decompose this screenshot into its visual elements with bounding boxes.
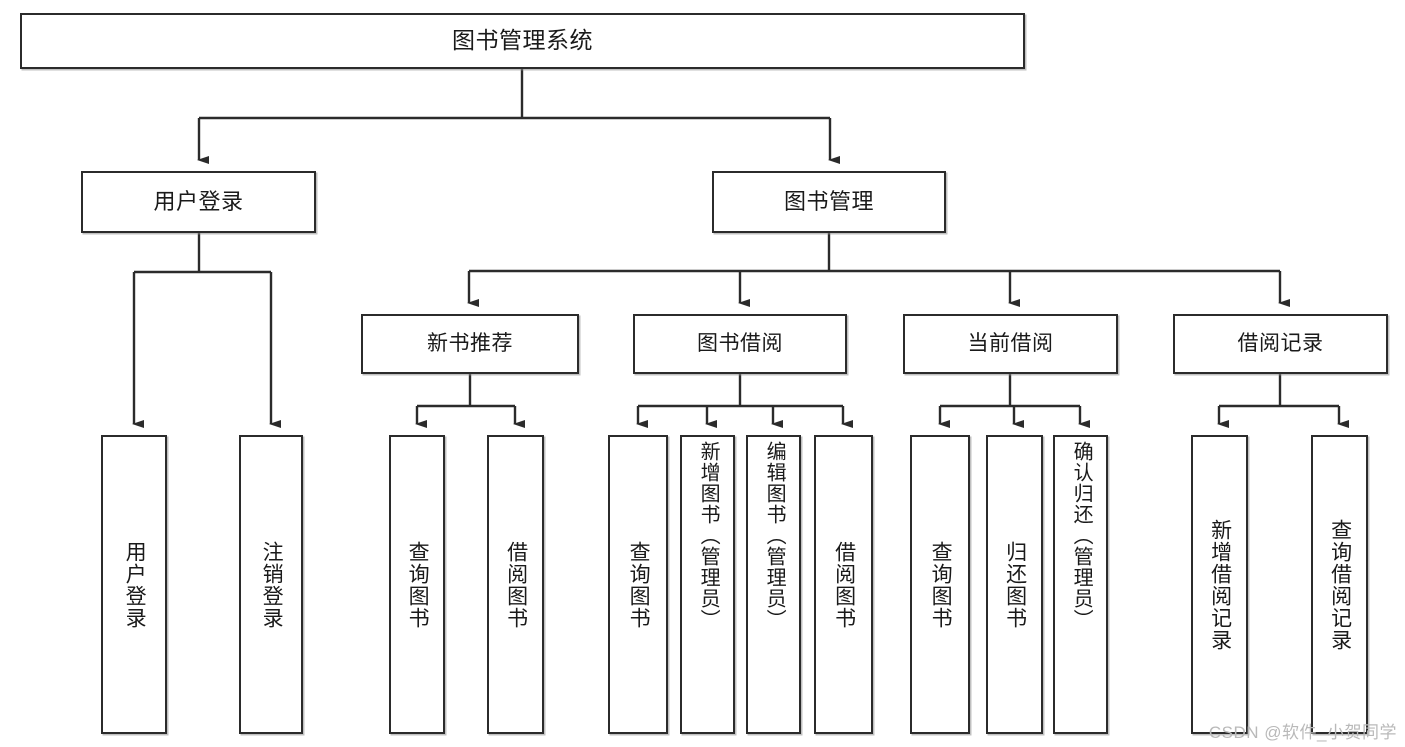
node-root[interactable]: 图书管理系统 bbox=[20, 13, 1025, 69]
node-leaf-confirm-return[interactable]: 确认归还（管理员） bbox=[1053, 435, 1108, 734]
node-leaf-query-book-1[interactable]: 查询图书 bbox=[389, 435, 445, 734]
node-leaf-query-book-2-label: 查询图书 bbox=[627, 540, 651, 629]
csdn-watermark: CSDN @软件_小贺同学 bbox=[1208, 723, 1397, 742]
node-root-label: 图书管理系统 bbox=[452, 27, 593, 54]
node-leaf-add-book-label: 新增图书（管理员） bbox=[697, 441, 720, 630]
node-leaf-query-book-2[interactable]: 查询图书 bbox=[608, 435, 668, 734]
node-new-book-rec[interactable]: 新书推荐 bbox=[361, 314, 579, 374]
node-leaf-confirm-return-label: 确认归还（管理员） bbox=[1070, 441, 1093, 630]
node-book-borrow-label: 图书借阅 bbox=[697, 331, 783, 355]
node-borrow-record[interactable]: 借阅记录 bbox=[1173, 314, 1388, 374]
node-user-login-label: 用户登录 bbox=[153, 189, 244, 215]
node-leaf-query-record-label: 查询借阅记录 bbox=[1328, 518, 1352, 651]
node-leaf-borrow-book-2-label: 借阅图书 bbox=[832, 540, 856, 629]
node-leaf-edit-book-label: 编辑图书（管理员） bbox=[763, 441, 786, 630]
node-book-borrow[interactable]: 图书借阅 bbox=[633, 314, 847, 374]
node-leaf-logout-label: 注销登录 bbox=[260, 540, 284, 629]
node-leaf-query-record[interactable]: 查询借阅记录 bbox=[1311, 435, 1368, 734]
node-leaf-borrow-book-1-label: 借阅图书 bbox=[504, 540, 528, 629]
node-leaf-query-book-1-label: 查询图书 bbox=[406, 540, 430, 629]
node-current-borrow[interactable]: 当前借阅 bbox=[903, 314, 1118, 374]
node-book-manage[interactable]: 图书管理 bbox=[712, 171, 946, 233]
node-current-borrow-label: 当前借阅 bbox=[967, 331, 1054, 355]
node-leaf-add-record-label: 新增借阅记录 bbox=[1208, 518, 1232, 651]
node-borrow-record-label: 借阅记录 bbox=[1237, 331, 1324, 355]
node-new-book-rec-label: 新书推荐 bbox=[427, 331, 513, 355]
node-leaf-logout[interactable]: 注销登录 bbox=[239, 435, 303, 734]
node-leaf-user-login-label: 用户登录 bbox=[123, 540, 147, 629]
node-leaf-user-login[interactable]: 用户登录 bbox=[101, 435, 167, 734]
node-leaf-return-book-label: 归还图书 bbox=[1003, 540, 1027, 629]
node-leaf-edit-book[interactable]: 编辑图书（管理员） bbox=[746, 435, 801, 734]
node-leaf-borrow-book-1[interactable]: 借阅图书 bbox=[487, 435, 544, 734]
node-leaf-return-book[interactable]: 归还图书 bbox=[986, 435, 1043, 734]
node-book-manage-label: 图书管理 bbox=[783, 189, 874, 215]
node-leaf-query-book-3-label: 查询图书 bbox=[929, 540, 953, 629]
node-leaf-borrow-book-2[interactable]: 借阅图书 bbox=[814, 435, 873, 734]
node-leaf-query-book-3[interactable]: 查询图书 bbox=[910, 435, 970, 734]
node-leaf-add-record[interactable]: 新增借阅记录 bbox=[1191, 435, 1248, 734]
node-leaf-add-book[interactable]: 新增图书（管理员） bbox=[680, 435, 735, 734]
node-user-login[interactable]: 用户登录 bbox=[81, 171, 316, 233]
